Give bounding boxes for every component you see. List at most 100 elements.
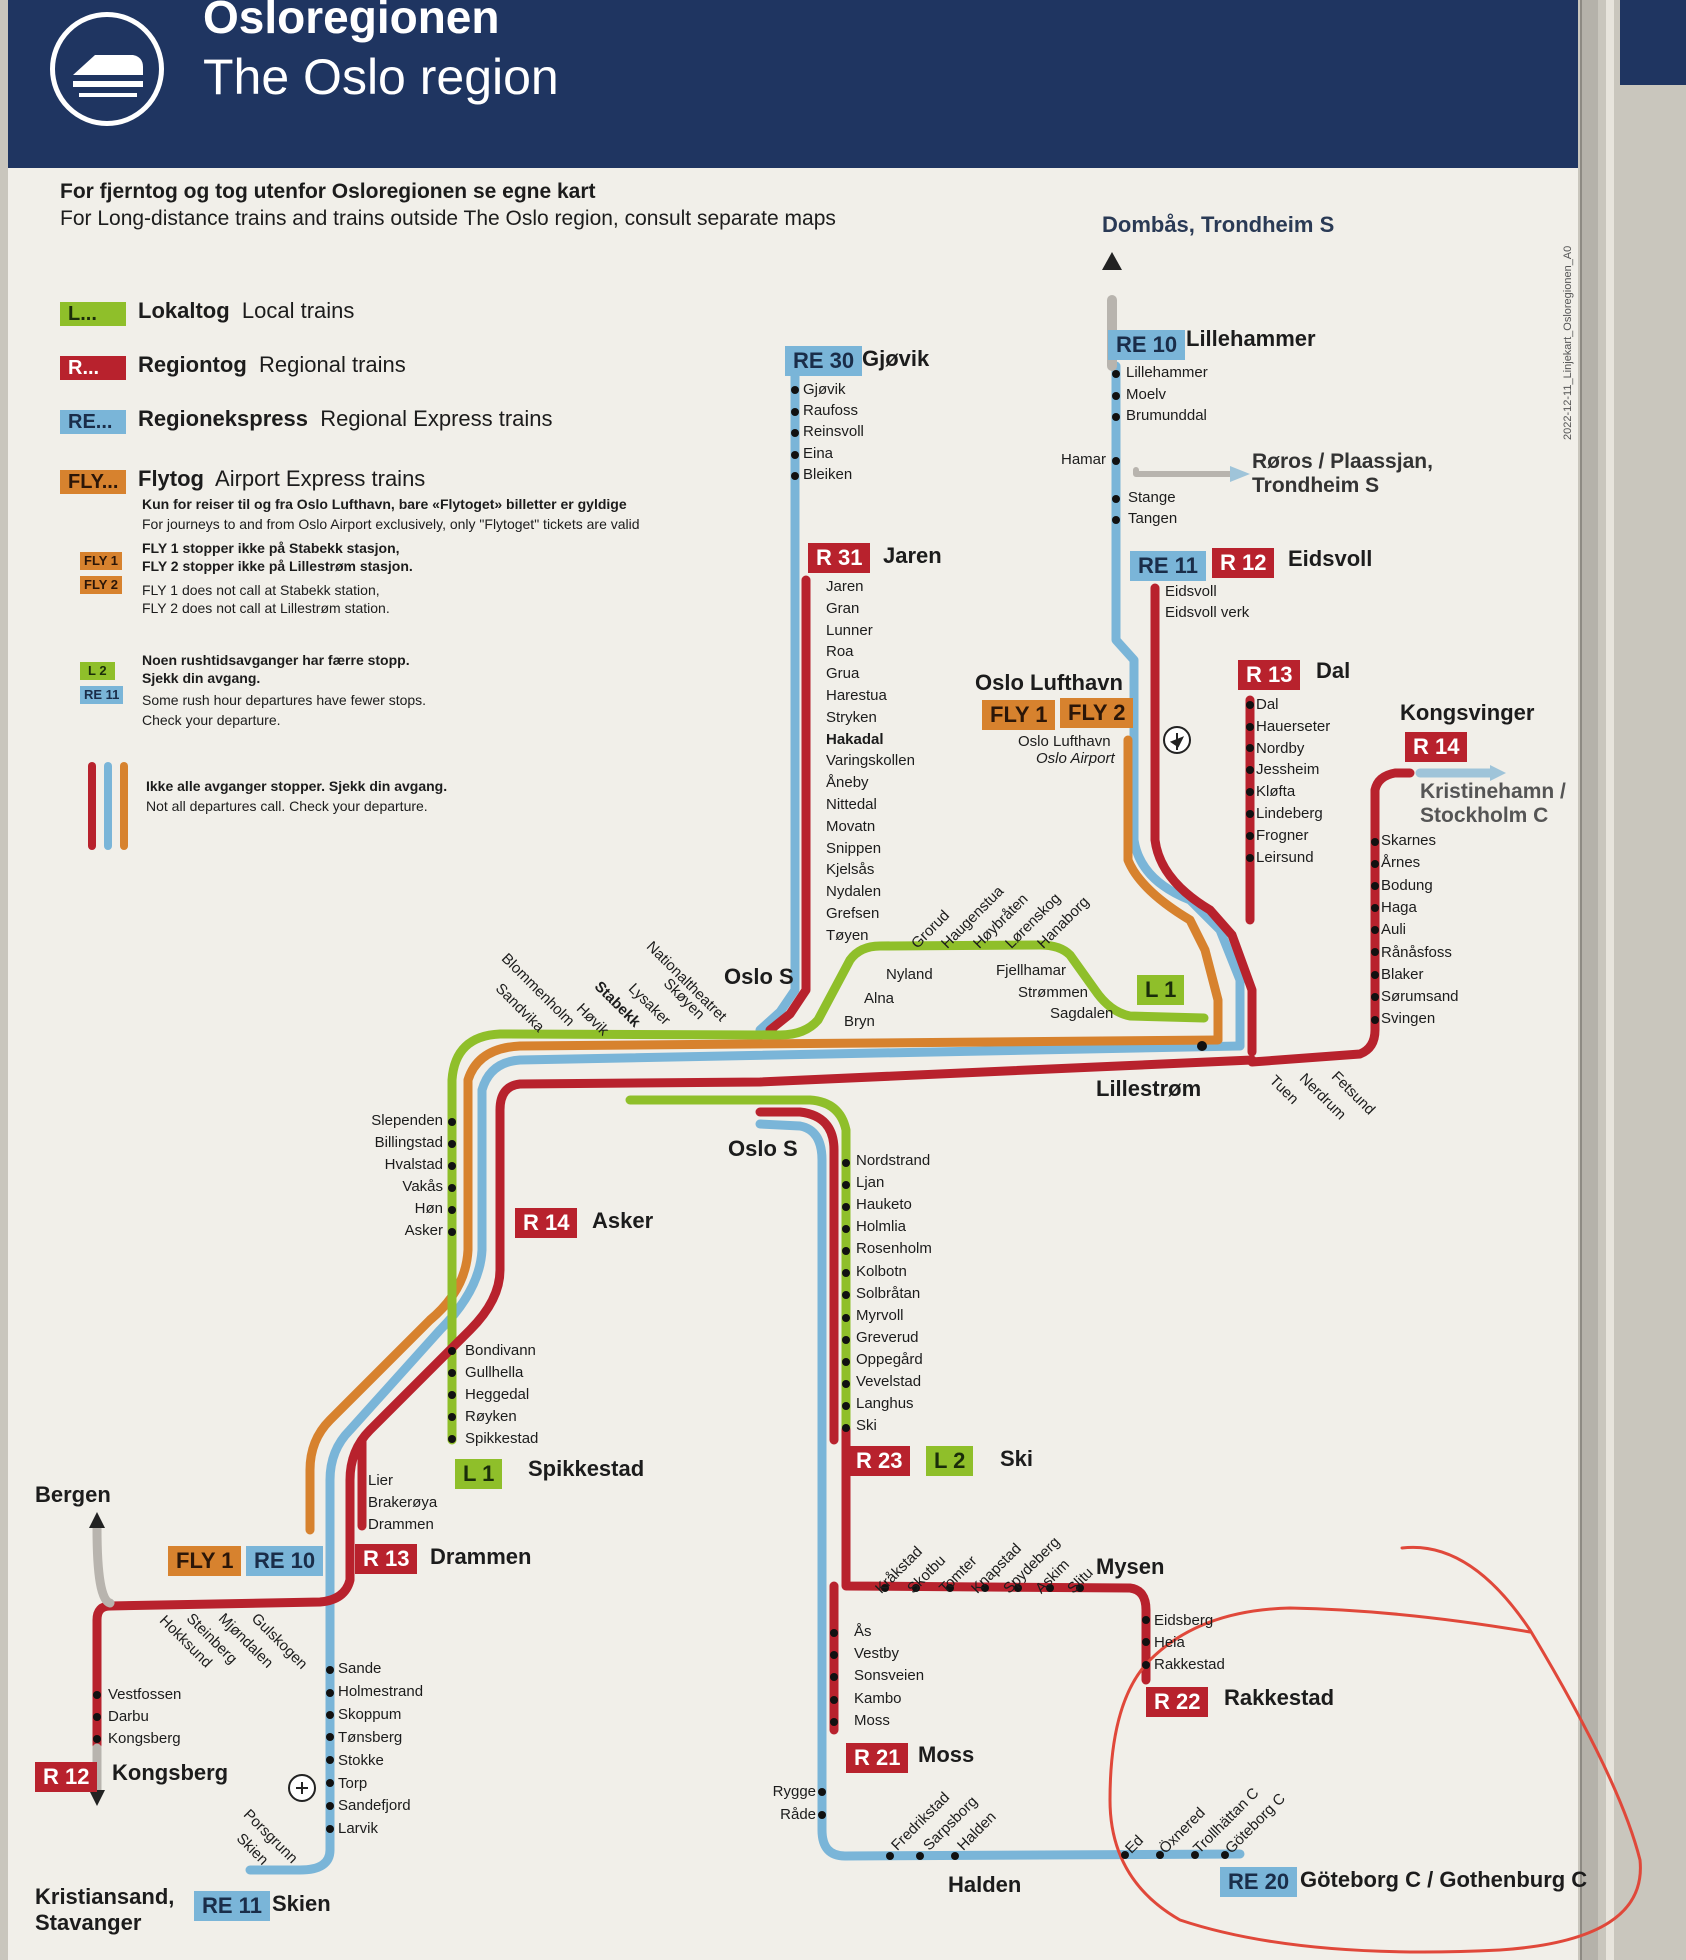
stop-dal: Dal [1256, 696, 1279, 713]
rush-note-no2: Sjekk din avgang. [142, 670, 261, 686]
badge-fly1: FLY 1 [982, 700, 1056, 730]
stop-stryken: Stryken [826, 708, 877, 726]
stop-vevelstad: Vevelstad [856, 1373, 922, 1390]
dest-halden: Halden [948, 1872, 1022, 1897]
stop-bondivann: Bondivann [465, 1342, 536, 1359]
stop-skarnes: Skarnes [1381, 832, 1437, 849]
stop-nittedal: Nittedal [826, 796, 877, 813]
stop-ljan: Ljan [856, 1174, 885, 1192]
stop-reinsvoll: Reinsvoll [803, 423, 864, 440]
stop-grua: Grua [826, 665, 860, 683]
stop-gran: Gran [826, 599, 860, 617]
legend-airport: Flytog Airport Express trains [138, 466, 425, 492]
rush-note-en2: Check your departure. [142, 712, 281, 728]
stop-hauerseter: Hauerseter [1256, 717, 1331, 735]
dest-drammen: Drammen [430, 1544, 532, 1569]
fly-note-en1: FLY 1 does not call at Stabekk station, [142, 582, 380, 598]
dest-stavanger: Stavanger [35, 1910, 142, 1935]
legend-express: Regionekspress Regional Express trains [138, 406, 553, 432]
badge-r12: R 12 [1212, 548, 1275, 578]
legend-airport-no: Flytog [138, 466, 204, 491]
stop-larvik: Larvik [338, 1820, 379, 1838]
dest-kongsberg: Kongsberg [112, 1760, 229, 1785]
stop-kambo: Kambo [854, 1690, 902, 1707]
dest-asker: Asker [592, 1208, 654, 1233]
dest-skien: Skien [272, 1891, 331, 1916]
rush-note-no1: Noen rushtidsavganger har færre stopp. [142, 652, 410, 668]
legend-local-badge: L... [60, 302, 126, 326]
stop-langhus: Langhus [856, 1395, 914, 1413]
stop-as: Ås [854, 1623, 872, 1640]
stop-ski: Ski [856, 1417, 877, 1435]
stop-kongsberg: Kongsberg [108, 1730, 181, 1747]
stop-svingen: Svingen [1381, 1010, 1436, 1028]
stop-holmestrand: Holmestrand [338, 1682, 424, 1700]
stop-torp: Torp [338, 1774, 368, 1792]
badge-l1: L 1 [1137, 975, 1185, 1005]
dest-dal: Dal [1316, 658, 1351, 683]
stop-blaker: Blaker [1381, 965, 1424, 983]
legend-express-en: Regional Express trains [320, 406, 553, 431]
stop-heggedal: Heggedal [465, 1386, 530, 1403]
badge-re20: RE 20 [1220, 1867, 1298, 1897]
stop-sagdalen: Sagdalen [1050, 1005, 1114, 1022]
badge-l2: L 2 [926, 1446, 974, 1476]
stop-snippen: Snippen [826, 839, 882, 857]
airport-title: Oslo Lufthavn [975, 670, 1123, 695]
dest-rakkestad: Rakkestad [1224, 1685, 1335, 1710]
dest-moss: Moss [918, 1742, 975, 1767]
stop-greverud: Greverud [856, 1328, 919, 1346]
stop-t-nsberg: Tønsberg [338, 1728, 403, 1746]
badge-r22: R 22 [1146, 1687, 1209, 1717]
airport-sub-no: Oslo Lufthavn [1018, 733, 1111, 750]
annotation-circle [1108, 1545, 1642, 1954]
airport-sub-en: Oslo Airport [1036, 750, 1115, 767]
stop-myrvoll: Myrvoll [856, 1306, 904, 1324]
stop-gullhella: Gullhella [465, 1364, 524, 1381]
dest-mysen: Mysen [1096, 1554, 1165, 1579]
stop-strommen: Strømmen [1018, 984, 1089, 1001]
stop-nordstrand: Nordstrand [856, 1152, 931, 1169]
line-ski-green [625, 1095, 851, 1445]
stop-note-en: Not all departures call. Check your depa… [146, 798, 428, 814]
dest-lillehammer: Lillehammer [1186, 326, 1316, 351]
stop-solbr-tan: Solbråtan [856, 1284, 921, 1302]
legend-airport-en: Airport Express trains [215, 466, 426, 491]
stop-vestfossen: Vestfossen [108, 1686, 182, 1703]
stop-hakadal: Hakadal [826, 730, 884, 748]
stop-s-rumsand: Sørumsand [1381, 988, 1459, 1006]
badge-re30: RE 30 [785, 346, 863, 376]
badge-r31: R 31 [808, 543, 871, 573]
stop-eidsvoll: Eidsvoll [1165, 583, 1217, 600]
title-english: The Oslo region [203, 49, 559, 105]
badge-re10: RE 10 [1108, 330, 1186, 360]
legend-re11-badge: RE 11 [80, 686, 124, 704]
badge-r21: R 21 [846, 1743, 909, 1773]
badge-re11: RE 11 [1130, 551, 1206, 581]
stop-alna: Alna [864, 990, 895, 1007]
legend-regional: Regiontog Regional trains [138, 352, 406, 378]
stop-haga: Haga [1381, 898, 1417, 916]
dest-bergen: Bergen [35, 1482, 111, 1507]
stop-r-n-sfoss: Rånåsfoss [1381, 943, 1452, 961]
stop-roa: Roa [826, 643, 854, 661]
stop-eina: Eina [803, 445, 834, 462]
line-r31 [765, 575, 811, 1035]
legend-regional-badge: R... [60, 356, 126, 380]
stop-nyland: Nyland [886, 966, 933, 983]
stop-grefsen: Grefsen [826, 905, 880, 922]
badge-r14-asker: R 14 [515, 1208, 578, 1238]
header-bar [8, 0, 1578, 168]
line-re30 [755, 371, 800, 1035]
dest-stockholm: Stockholm C [1420, 804, 1549, 827]
legend-local-no: Lokaltog [138, 298, 230, 323]
dest-goteborg: Göteborg C / Gothenburg C [1300, 1867, 1588, 1892]
dest-eidsvoll: Eidsvoll [1288, 546, 1373, 571]
trunk-orange [305, 1035, 1223, 1535]
legend-airport-note-no: Kun for reiser til og fra Oslo Lufthavn,… [142, 496, 627, 512]
badge-fly1-drammen: FLY 1 [168, 1546, 242, 1576]
line-fly [1123, 735, 1223, 1045]
stop--rnes: Årnes [1381, 854, 1421, 872]
dest-kristiansand: Kristiansand, [35, 1884, 175, 1909]
station-lillestrom: Lillestrøm [1096, 1076, 1202, 1101]
